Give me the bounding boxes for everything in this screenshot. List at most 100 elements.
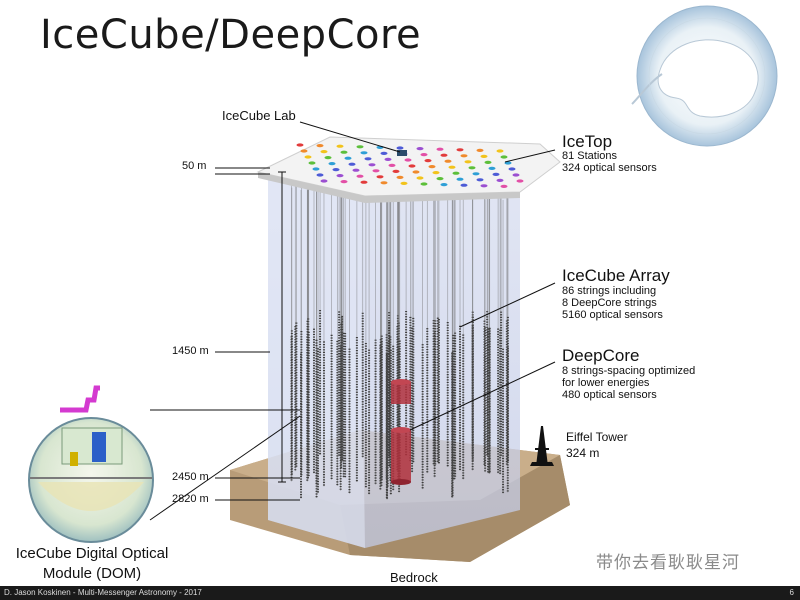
icetop-station (360, 180, 368, 184)
icetop-station (460, 154, 468, 158)
icetop-station (304, 155, 312, 159)
icetop-station (460, 183, 468, 187)
deepcore-title: DeepCore (562, 346, 640, 365)
icetop-station (500, 155, 508, 159)
icetop-station (308, 161, 316, 165)
icetop-station (432, 171, 440, 175)
icetop-station (492, 172, 500, 176)
icetop-station (360, 151, 368, 155)
icetop-station (336, 174, 344, 178)
icetop-station (420, 153, 428, 157)
icetop-station (476, 148, 484, 152)
icetop-station (488, 166, 496, 170)
icetop-station (424, 159, 432, 163)
icetop-station (456, 148, 464, 152)
icetop-station (436, 147, 444, 151)
icetop-station (384, 157, 392, 161)
dom-label-line-1: IceCube Digital Optical (15, 545, 169, 562)
icetop-title: IceTop (562, 132, 613, 151)
deepcore-line-1: 8 strings-spacing optimized (562, 365, 696, 377)
icetop-station (396, 146, 404, 150)
eiffel-tower-height: 324 m (566, 446, 600, 460)
icecube-lab-label: IceCube Lab (222, 108, 296, 123)
icetop-station (324, 156, 332, 160)
icetop-station (320, 150, 328, 154)
icetop-station (420, 182, 428, 186)
icetop-station (440, 153, 448, 157)
deepcore-cylinders (391, 379, 411, 485)
icetop-station (428, 165, 436, 169)
icetop-station (316, 144, 324, 148)
depth-50m: 50 m (182, 160, 207, 172)
icecube-array-title: IceCube Array (562, 266, 670, 285)
depth-2450m: 2450 m (172, 471, 209, 483)
icetop-station (364, 157, 372, 161)
icetop-station (376, 175, 384, 179)
icetop-station (348, 162, 356, 166)
icetop-station (408, 164, 416, 168)
icetop-station (400, 181, 408, 185)
icetop-station (456, 177, 464, 181)
icetop-station (468, 166, 476, 170)
icetop-station (368, 163, 376, 167)
icetop-station (336, 144, 344, 148)
icetop-station (312, 167, 320, 171)
icetop-station (416, 176, 424, 180)
depth-2820m: 2820 m (172, 493, 209, 505)
icetop-station (320, 179, 328, 183)
icetop-sensors: 324 optical sensors (562, 162, 657, 174)
eiffel-tower-label: Eiffel Tower (566, 430, 628, 444)
footer-credit: D. Jason Koskinen - Multi-Messenger Astr… (4, 588, 202, 597)
icetop-station (356, 174, 364, 178)
icetop-station (496, 149, 504, 153)
icetop-station (496, 178, 504, 182)
bedrock-label: Bedrock (390, 570, 438, 585)
icetop-station (300, 149, 308, 153)
slide-number: 6 (789, 588, 794, 597)
icetop-station (412, 170, 420, 174)
icetop-station (356, 145, 364, 149)
icetop-station (508, 167, 516, 171)
icetop-station (440, 183, 448, 187)
icetop-station (380, 151, 388, 155)
icetop-station (352, 168, 360, 172)
icetop-station (380, 181, 388, 185)
dom-sphere (28, 385, 154, 543)
deepcore-line-3: 480 optical sensors (562, 389, 657, 401)
icetop-station (444, 159, 452, 163)
icetop-station (436, 177, 444, 181)
slide-title: IceCube/DeepCore (40, 12, 422, 58)
ice-volume (268, 172, 520, 548)
icetop-station (404, 158, 412, 162)
icetop-station (452, 171, 460, 175)
icetop-station (372, 169, 380, 173)
watermark-text: 带你去看耿耿星河 (596, 553, 740, 573)
icetop-station (480, 184, 488, 188)
icetop-station (484, 160, 492, 164)
icetop-station (340, 180, 348, 184)
icetop-station (340, 150, 348, 154)
antarctica-globe (631, 5, 778, 147)
leader-lines (149, 121, 556, 521)
icetop-stations: 81 Stations (562, 150, 618, 162)
icetop-station (328, 162, 336, 166)
icetop-station (512, 173, 520, 177)
icetop-station (344, 156, 352, 160)
footer-bar: D. Jason Koskinen - Multi-Messenger Astr… (0, 586, 800, 600)
icetop-station (448, 165, 456, 169)
icetop-station (396, 175, 404, 179)
icecube-array-line-1: 86 strings including (562, 285, 657, 297)
icetop-station (516, 179, 524, 183)
icetop-station (464, 160, 472, 164)
depth-1450m: 1450 m (172, 345, 209, 357)
eiffel-tower-icon (530, 426, 554, 466)
icetop-station (480, 154, 488, 158)
icecube-array-line-2: 8 DeepCore strings (562, 297, 657, 309)
icetop-station (316, 173, 324, 177)
icetop-station (472, 172, 480, 176)
icetop-station (332, 168, 340, 172)
icetop-station (476, 178, 484, 182)
icetop-station (416, 147, 424, 151)
icecube-array-line-3: 5160 optical sensors (562, 309, 663, 321)
icetop-station (388, 163, 396, 167)
